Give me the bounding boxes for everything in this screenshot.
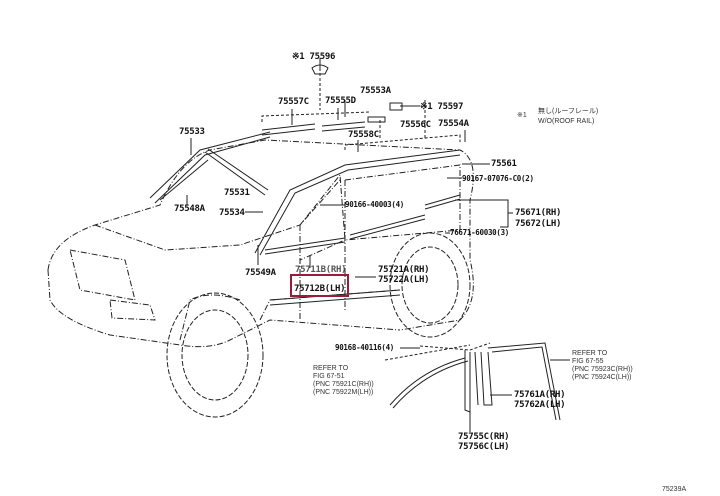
highlighted-part-box[interactable]: 75712B(LH)	[290, 274, 350, 297]
part-label-75712b[interactable]: 75712B(LH)	[294, 284, 346, 294]
refer-left-line3: (PNC 75921C(RH))	[313, 381, 374, 388]
part-label-75672[interactable]: 75672(LH)	[515, 219, 562, 229]
part-label-75555d[interactable]: 75555D	[325, 96, 356, 106]
part-label-75711b[interactable]: 75711B(RH)	[295, 265, 347, 275]
part-label-75557c[interactable]: 75557C	[278, 97, 309, 107]
part-label-75722a[interactable]: 75722A(LH)	[378, 275, 430, 285]
part-label-75558c[interactable]: 75558C	[348, 130, 379, 140]
wheels	[166, 232, 471, 418]
part-label-75561[interactable]: 75561	[491, 159, 517, 169]
part-label-75553a[interactable]: 75553A	[360, 86, 391, 96]
leader-lines	[186, 58, 570, 432]
part-label-90168[interactable]: 90168-40116(4)	[335, 343, 395, 352]
guide-lines	[261, 68, 491, 361]
part-label-75671[interactable]: 75671(RH)	[515, 208, 562, 218]
part-label-75548a[interactable]: 75548A	[174, 204, 205, 214]
part-label-75721a[interactable]: 75721A(RH)	[378, 265, 430, 275]
part-label-75533[interactable]: 75533	[179, 127, 205, 137]
part-label-75762a[interactable]: 75762A(LH)	[514, 400, 566, 410]
refer-left-line1[interactable]: REFER TO	[313, 365, 349, 372]
part-label-75554a[interactable]: 75554A	[438, 119, 469, 129]
part-label-75597[interactable]: ※1 75597	[420, 102, 464, 112]
part-label-75596[interactable]: ※1 75596	[292, 52, 336, 62]
part-label-75549a[interactable]: 75549A	[245, 268, 276, 278]
figure-id: 75239A	[662, 486, 687, 493]
part-label-75761a[interactable]: 75761A(RH)	[514, 390, 566, 400]
refer-right-line3: (PNC 75923C(RH))	[572, 366, 633, 373]
refer-right-line1[interactable]: REFER TO	[572, 350, 608, 357]
part-label-90166[interactable]: 90166-40003(4)	[345, 200, 405, 209]
note-mark: ※1	[517, 112, 527, 119]
note-line-en: W/O(ROOF RAIL)	[538, 118, 595, 125]
note-line-jp: 無し(ルーフレール)	[538, 108, 599, 115]
refer-right-line2[interactable]: FIG 67-55	[572, 358, 604, 365]
part-label-90167[interactable]: 90167-07076-C0(2)	[462, 174, 534, 183]
refer-left-line2[interactable]: FIG 67-51	[313, 373, 345, 380]
part-label-76671[interactable]: 76671-60030(3)	[450, 228, 510, 237]
refer-right-line4: (PNC 75924C(LH))	[572, 374, 632, 381]
part-label-75556c[interactable]: 75556C	[400, 120, 431, 130]
part-label-75534[interactable]: 75534	[219, 208, 245, 218]
part-label-75755c[interactable]: 75755C(RH)	[458, 432, 510, 442]
part-label-75531[interactable]: 75531	[224, 188, 250, 198]
door-frame-garnish	[389, 342, 561, 421]
part-label-75756c[interactable]: 75756C(LH)	[458, 442, 510, 452]
refer-left-line4: (PNC 75922M(LH))	[313, 389, 374, 396]
